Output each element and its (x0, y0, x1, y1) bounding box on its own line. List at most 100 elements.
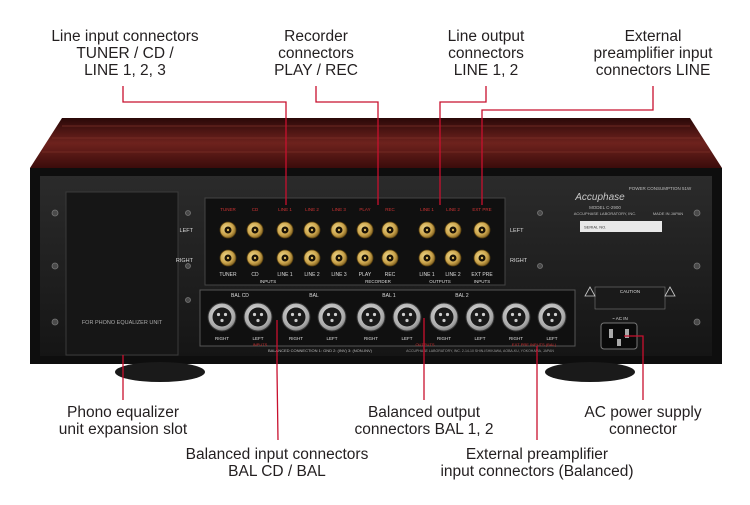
xlr-jack (392, 302, 422, 332)
rca-group-labels: INPUTS RECORDER OUTPUTS INPUTS (260, 279, 491, 284)
xlr-channel-label: LEFT (474, 336, 485, 341)
rca-jacks (219, 221, 491, 267)
callout-line-output-l2: connectors (448, 45, 524, 62)
ac-pin-right (625, 329, 629, 338)
xlr-jacks: BAL CD RIGHT LEFT BAL RIGHT LEFT BAL 1 RIGHT LEF… (207, 293, 567, 347)
xlr-channel-label: RIGHT (509, 336, 523, 341)
callout-ac-power-l2: connector (608, 421, 678, 438)
rca-jack (330, 249, 348, 267)
svg-text:INPUTS: INPUTS (474, 279, 491, 284)
rca-jack (381, 249, 399, 267)
left-channel-label: LEFT (180, 228, 194, 234)
callout-ext-pre-line-l1: External (624, 28, 682, 45)
xlr-jack (465, 302, 495, 332)
xlr-jack (243, 302, 273, 332)
xlr-group-outputs: OUTPUTS (415, 342, 434, 347)
xlr-channel-label: RIGHT (364, 336, 378, 341)
callout-ext-pre-line-l3: connectors LINE (595, 62, 711, 79)
callout-balanced-output-l1: Balanced output (367, 404, 481, 421)
power-consumption-text: POWER CONSUMPTION 51W (629, 186, 692, 191)
callout-line-input: Line input connectors TUNER / CD / LINE … (37, 28, 213, 79)
rca-jack (473, 249, 491, 267)
bottom-maker-text: ACCUPHASE LABORATORY, INC. 2-14-10 SHIN-… (406, 349, 554, 353)
rca-jack (276, 221, 294, 239)
phono-slot-label: FOR PHONO EQUALIZER UNIT (82, 320, 163, 326)
balanced-connection-note: BALANCED CONNECTION 1: GND 2: (INV) 3: (… (268, 348, 373, 353)
xlr-header: BAL 2 (455, 293, 469, 299)
xlr-header: BAL CD (231, 293, 249, 299)
rca-jack (219, 249, 237, 267)
caution-plate (594, 286, 666, 310)
xlr-header: BAL 1 (382, 293, 396, 299)
callout-ext-pre-balanced-l1: External preamplifier (465, 446, 609, 463)
rca-jack (418, 249, 436, 267)
rca-jack (444, 221, 462, 239)
ac-pin-ground (617, 339, 621, 346)
xlr-jack (317, 302, 347, 332)
rca-bottom-label: CD (251, 272, 259, 278)
rca-top-label: REC (385, 207, 395, 212)
rca-jack (444, 249, 462, 267)
callout-recorder-l3: PLAY / REC (274, 62, 358, 79)
xlr-group-ext: EXT PRE INPUTS (BAL) (512, 342, 557, 347)
callout-line-output-l1: Line output (447, 28, 525, 45)
rca-jack (356, 249, 374, 267)
xlr-jack (356, 302, 386, 332)
xlr-channel-label: LEFT (326, 336, 337, 341)
rca-jack (381, 221, 399, 239)
model-text: MODEL C-2900 (589, 205, 621, 210)
rca-top-label: PLAY (359, 207, 370, 212)
warning-icon (584, 286, 596, 297)
callout-ext-pre-balanced-l2: input connectors (Balanced) (440, 463, 634, 480)
svg-text:RECORDER: RECORDER (365, 279, 392, 284)
rca-jack (276, 249, 294, 267)
svg-text:OUTPUTS: OUTPUTS (429, 279, 451, 284)
xlr-jack (207, 302, 237, 332)
phono-slot-cover (65, 191, 179, 356)
rca-bottom-label: REC (385, 272, 396, 278)
xlr-channel-label: LEFT (252, 336, 263, 341)
panel-screws (51, 209, 701, 326)
callout-ext-pre-line-l2: preamplifier input (593, 45, 713, 62)
callout-recorder: Recorder connectors PLAY / REC (259, 28, 373, 79)
rca-top-label: LINE 1 (420, 207, 434, 212)
left-channel-label-right: LEFT (510, 228, 524, 234)
rca-top-label: EXT PRE (472, 207, 491, 212)
callout-phono-slot-l1: Phono equalizer (66, 404, 180, 421)
xlr-group-inputs: INPUTS (253, 342, 268, 347)
foot-left (115, 362, 205, 382)
rca-bottom-label: LINE 1 (277, 272, 293, 278)
rca-top-label: LINE 3 (332, 207, 346, 212)
rca-top-label: LINE 2 (446, 207, 460, 212)
rca-bottom-label: LINE 2 (304, 272, 320, 278)
callout-recorder-l2: connectors (278, 45, 354, 62)
xlr-header: BAL (309, 293, 319, 299)
callout-line-output: Line output connectors LINE 1, 2 (428, 28, 544, 79)
caution-title: CAUTION (620, 289, 640, 294)
brand-logo: Accuphase (574, 192, 625, 203)
xlr-channel-label: LEFT (401, 336, 412, 341)
foot-right (545, 362, 635, 382)
right-channel-label: RIGHT (176, 258, 194, 264)
rca-jack (246, 249, 264, 267)
rca-jack (356, 221, 374, 239)
xlr-jack (537, 302, 567, 332)
serial-label: SERIAL NO. (584, 225, 606, 230)
xlr-jack (501, 302, 531, 332)
callout-balanced-input-l2: BAL CD / BAL (228, 463, 326, 480)
rca-top-label: TUNER (220, 207, 236, 212)
xlr-channel-label: RIGHT (215, 336, 229, 341)
callout-balanced-output: Balanced output connectors BAL 1, 2 (340, 404, 508, 438)
callout-line-input-l3: LINE 1, 2, 3 (84, 62, 166, 79)
callout-line-input-l1: Line input connectors (51, 28, 199, 45)
rca-jack (246, 221, 264, 239)
callout-balanced-input: Balanced input connectors BAL CD / BAL (163, 446, 391, 480)
callout-phono-slot-l2: unit expansion slot (58, 421, 188, 438)
rca-top-label: CD (252, 207, 259, 212)
warning-icon-right (664, 286, 676, 297)
ac-pin-left (609, 329, 613, 338)
rca-bezel (204, 197, 506, 286)
